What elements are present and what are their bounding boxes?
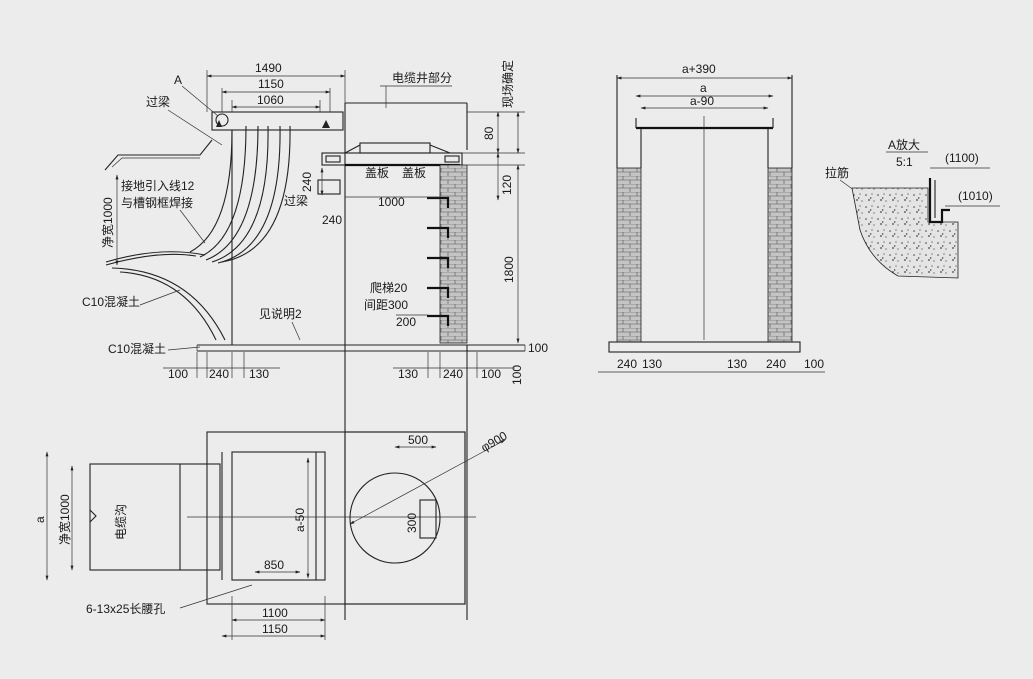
slot-holes-label: 6-13x25长腰孔 <box>86 602 165 616</box>
front-dim-240-left: 240 <box>617 357 637 371</box>
detail-a: A放大 5:1 拉筋 (1100) (1010) <box>825 137 1000 279</box>
guoliang-mid-label: 过梁 <box>284 193 308 208</box>
dim-1000: 1000 <box>378 195 405 209</box>
plan-dim-phi900: φ900 <box>479 428 510 454</box>
c10-upper-label: C10混凝土 <box>82 294 140 309</box>
plan-dim-a: a <box>33 516 47 523</box>
marker-a-label: A <box>174 73 182 87</box>
ladder-rungs <box>427 196 450 326</box>
cover1-label: 盖板 <box>365 166 389 180</box>
guoliang-top-label: 过梁 <box>146 94 170 109</box>
plan-dim-850: 850 <box>264 558 284 572</box>
ladder-label: 爬梯20 <box>370 281 408 295</box>
dim-240-left: 240 <box>209 367 229 381</box>
dim-a-minus-90: a-90 <box>690 94 714 108</box>
cable-trench-label: 电缆沟 <box>114 504 128 540</box>
dim-100-left: 100 <box>168 367 188 381</box>
dim-1150: 1150 <box>258 77 284 91</box>
dim-240-right: 240 <box>443 367 463 381</box>
front-brick-left <box>616 167 642 343</box>
site-determined-label: 现场确定 <box>500 60 515 108</box>
plan-dim-1150: 1150 <box>262 622 288 636</box>
see-note-label: 见说明2 <box>259 306 302 321</box>
net-width-label: 净宽1000 <box>100 197 115 248</box>
dim-1010-label: (1010) <box>958 189 993 203</box>
concrete-arc <box>111 267 226 341</box>
plan-dim-300: 300 <box>405 513 419 533</box>
front-dim-240-right: 240 <box>766 357 786 371</box>
dim-130-left: 130 <box>249 367 269 381</box>
c10-lower-label: C10混凝土 <box>108 341 166 356</box>
front-dim-130-left: 130 <box>642 357 662 371</box>
plan-net-width: 净宽1000 <box>57 494 72 545</box>
detail-concrete <box>851 187 959 279</box>
dim-120: 120 <box>500 175 514 195</box>
front-dim-130-right: 130 <box>727 357 747 371</box>
dim-a-plus-390: a+390 <box>682 62 716 76</box>
grounding-label-2: 与槽钢框焊接 <box>121 195 193 210</box>
dim-80: 80 <box>482 126 496 140</box>
dim-240: 240 <box>300 172 314 192</box>
grounding-label-1: 接地引入线12 <box>121 178 195 193</box>
dim-a-front: a <box>700 81 707 95</box>
rebar-label: 拉筋 <box>825 165 849 180</box>
detail-a-scale: 5:1 <box>896 155 913 169</box>
manhole-circle <box>349 472 441 564</box>
cable-well-label: 电缆井部分 <box>392 70 452 85</box>
plan-view: a 净宽1000 500 φ900 300 a-50 850 1100 1150… <box>33 428 510 640</box>
front-brick-right <box>767 167 793 343</box>
dim-100-right: 100 <box>528 341 548 355</box>
plan-dim-500: 500 <box>408 433 428 447</box>
dim-100-bottom-right: 100 <box>481 367 501 381</box>
dim-1100-label: (1100) <box>945 151 979 165</box>
plan-trench-frame <box>206 431 466 605</box>
front-dim-100-right: 100 <box>804 357 824 371</box>
cover2-label: 盖板 <box>402 166 426 180</box>
dim-100-vert: 100 <box>510 365 524 385</box>
ladder-spacing-label: 间距300 <box>364 298 408 312</box>
plan-dim-a-minus-50: a-50 <box>293 508 307 532</box>
cable-trench <box>89 463 221 571</box>
dim-1800: 1800 <box>502 256 516 283</box>
dim-1490: 1490 <box>255 61 282 75</box>
section-marker-a <box>215 113 229 127</box>
dim-200: 200 <box>396 315 416 329</box>
dim-240-mid: 240 <box>322 213 342 227</box>
front-base <box>608 341 801 353</box>
plan-dim-1100: 1100 <box>262 606 288 620</box>
cover-plate <box>359 142 431 154</box>
front-view: a+390 a a-90 240 130 130 240 100 <box>598 62 825 373</box>
section-view: 1490 1150 1060 80 120 1800 100 100 净宽100… <box>82 60 548 620</box>
detail-a-title: A放大 <box>888 137 920 152</box>
brick-wall-right <box>439 164 468 344</box>
dim-130-right: 130 <box>398 367 418 381</box>
top-beam <box>211 111 344 131</box>
dim-1060: 1060 <box>257 93 284 107</box>
